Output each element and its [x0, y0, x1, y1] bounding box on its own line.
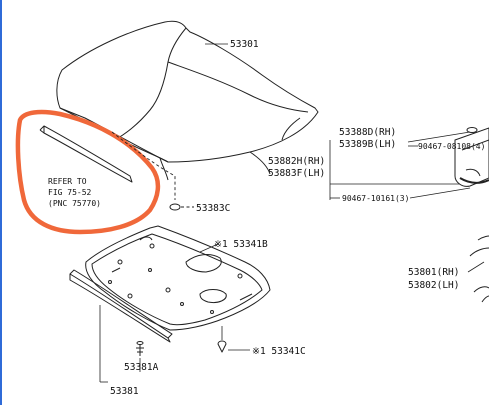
hood-weatherstrip [39, 125, 133, 183]
reference-note-line1: REFER TO [48, 177, 87, 186]
label-53381: 53381 [110, 386, 139, 397]
label-53882h: 53882H(RH) [268, 156, 325, 167]
reference-note-line3: (PNC 75770) [48, 199, 101, 208]
label-90467-10161: 90467-10161(3) [342, 194, 409, 203]
clip-53383c [169, 203, 181, 211]
left-edge-bar [0, 0, 2, 405]
label-53802: 53802(LH) [408, 280, 459, 291]
hood-seal-strip [69, 269, 173, 343]
leader-53341b [199, 243, 219, 253]
label-53341c: ※1 53341C [252, 346, 306, 357]
annotation-circle [15, 109, 161, 235]
hood-hinge-bracket [454, 127, 489, 187]
clip-53341c [217, 326, 227, 353]
label-53301: 53301 [230, 39, 259, 50]
hood-insulator [85, 225, 271, 331]
label-90467-08108: 90467-08108(4) [418, 142, 485, 151]
label-53801: 53801(RH) [408, 267, 459, 278]
label-53341b: ※1 53341B [214, 239, 268, 250]
clip-53381a [136, 341, 144, 356]
label-53389b: 53389B(LH) [339, 139, 396, 150]
label-53381a: 53381A [124, 362, 159, 373]
leader-53801 [467, 261, 485, 273]
label-53383c: 53383C [196, 203, 230, 214]
label-53388d: 53388D(RH) [339, 127, 396, 138]
leader-to-bolt-2 [409, 187, 471, 199]
reference-note-line2: FIG 75-52 [48, 188, 92, 197]
leader-to-bolt [407, 131, 471, 143]
label-53883f: 53883F(LH) [268, 168, 325, 179]
